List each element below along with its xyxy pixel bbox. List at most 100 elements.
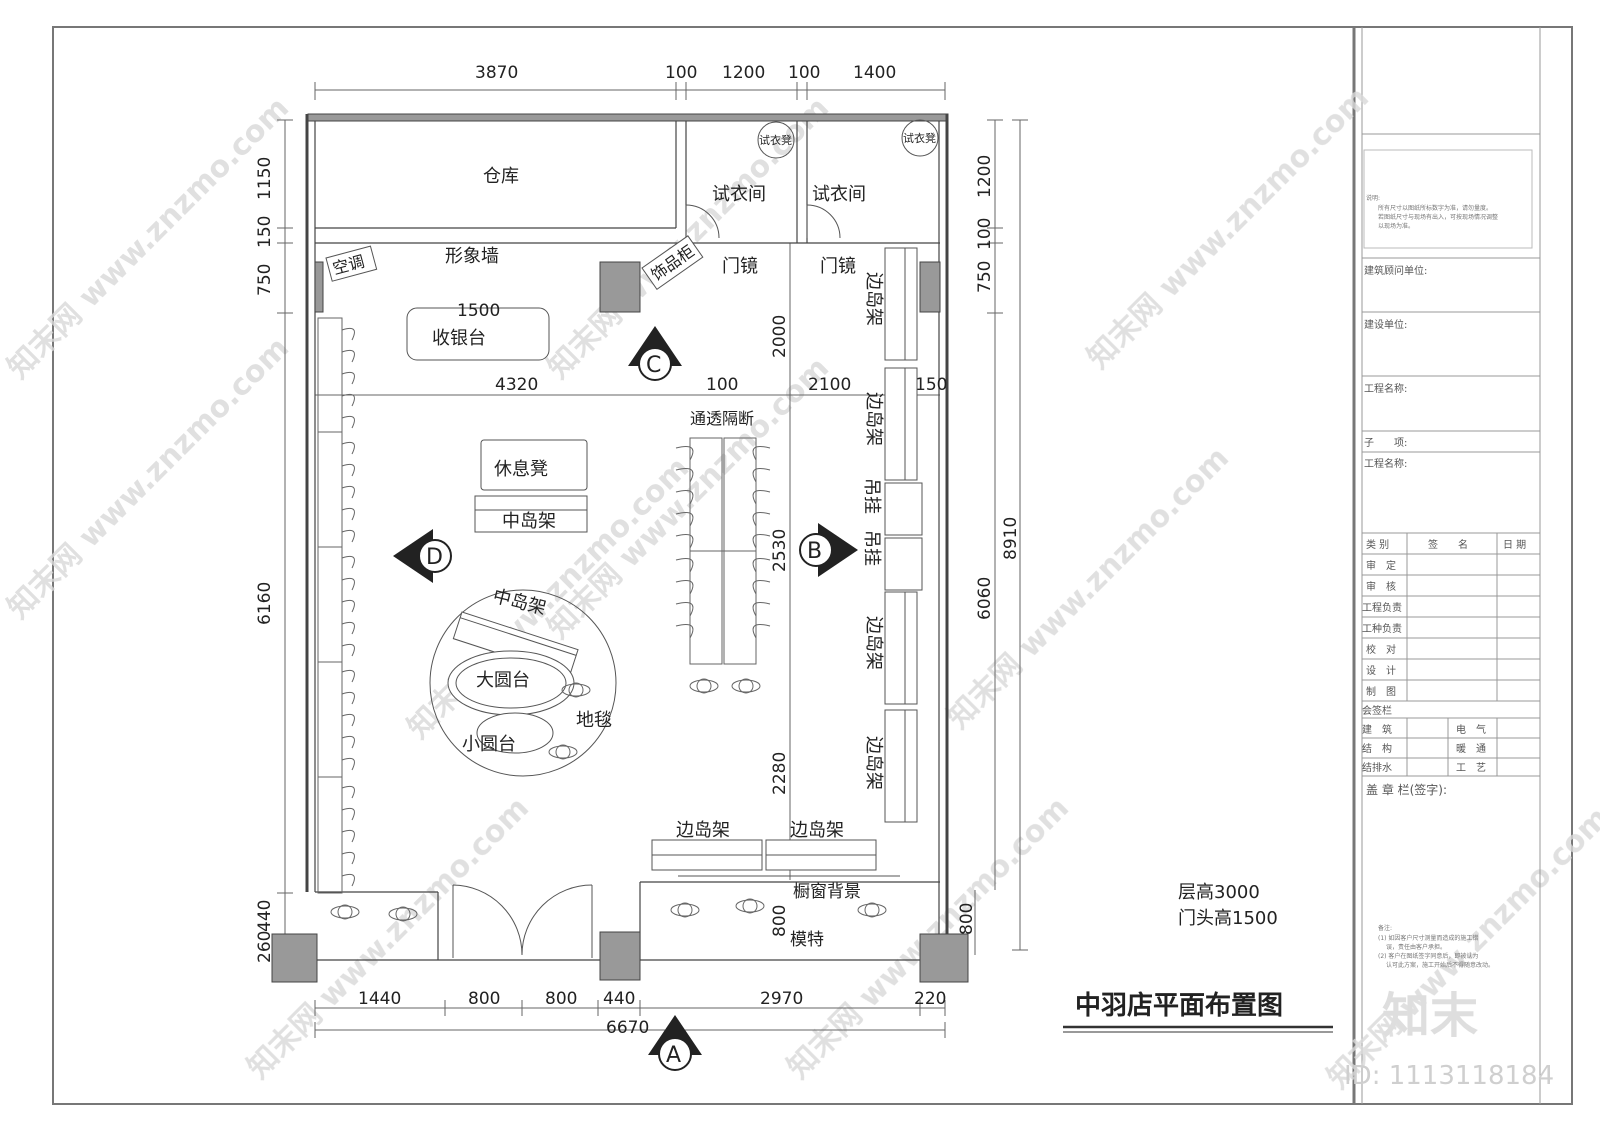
air-conditioner[interactable]: 空调 (325, 245, 378, 282)
side-rack-4[interactable]: 边岛架 (863, 709, 918, 823)
dim-top-2: 100 (665, 63, 697, 83)
cashier-label: 收银台 (432, 328, 486, 349)
dim-inner-4320: 4320 (495, 375, 538, 395)
tb-discipline-3b: 工 艺 (1456, 762, 1486, 774)
id-label: ID: 1113118184 (1344, 1061, 1554, 1091)
cashier-counter[interactable]: 收银台 (406, 307, 550, 361)
tb-note-line-3: 以现场为准。 (1378, 222, 1414, 230)
side-rack-2-label: 边岛架 (863, 392, 884, 446)
dim-bottom-1: 1440 (358, 989, 401, 1009)
mannequin-label: 模特 (790, 930, 824, 950)
view-marker-c: C (628, 326, 682, 381)
tb-remark-3: (2) 客户在图纸签字同意后，即被认为 (1378, 952, 1478, 960)
tb-discipline-1a: 建 筑 (1362, 723, 1392, 736)
dim-left-6: 260 (255, 931, 275, 963)
left-wall-rack[interactable] (317, 317, 355, 894)
tb-remark-1: (1) 如因客户尺寸测量而造成的施工错 (1378, 934, 1478, 942)
round-platform-area[interactable]: 中岛架 大圆台 小圆台 地毯 (429, 586, 617, 777)
dim-inner-800: 800 (770, 905, 790, 937)
dim-left-3: 750 (255, 264, 275, 296)
mannequin-figures (330, 678, 887, 922)
dim-right-4: 6060 (975, 577, 995, 620)
tb-header-signature: 签 名 (1428, 538, 1468, 551)
middle-rack-1[interactable]: 中岛架 (474, 495, 588, 533)
dim-bottom-5: 2970 (760, 989, 803, 1009)
side-rack-3-label: 边岛架 (863, 616, 884, 670)
drawing-title: 中羽店平面布置图 (1075, 991, 1283, 1021)
window-backdrop-label: 橱窗背景 (793, 882, 861, 902)
tb-note-line-2: 若图纸尺寸与现场有出入，可按现场情况调整 (1378, 213, 1498, 221)
dim-top-1: 3870 (475, 63, 518, 83)
tb-discipline-1b: 电 气 (1456, 723, 1486, 736)
view-marker-b-label: B (807, 539, 822, 564)
tb-row-3: 工程负责 (1362, 601, 1402, 614)
dim-cashier-width: 1500 (457, 301, 500, 321)
view-marker-a: A (648, 1015, 702, 1071)
dim-inner-2530: 2530 (770, 529, 790, 572)
tb-sub-item: 子 项: (1364, 437, 1407, 449)
hanger-rack-1-label: 吊挂 (861, 478, 882, 514)
tb-remark-4: 认可此方案，施工开始后不得随意改动。 (1386, 961, 1494, 969)
tb-project: 工程名称: (1364, 382, 1407, 395)
rest-bench[interactable]: 休息凳 (480, 439, 588, 491)
side-rack-6-label: 边岛架 (790, 820, 844, 841)
side-rack-6[interactable]: 边岛架 (765, 820, 877, 871)
hanger-rack-1[interactable]: 吊挂 (861, 478, 923, 536)
tb-row-7: 制 图 (1366, 685, 1396, 698)
hanger-rack-2-label: 吊挂 (861, 530, 882, 566)
dim-top-5: 1400 (853, 63, 896, 83)
side-rack-2[interactable]: 边岛架 (863, 367, 918, 481)
dim-inner-2100: 2100 (808, 375, 851, 395)
warehouse-label: 仓库 (483, 166, 519, 187)
dim-right-2: 100 (975, 218, 995, 250)
entrance-doors[interactable] (452, 884, 593, 958)
fitting-stool-2-label: 试衣凳 (903, 131, 936, 145)
dim-bottom-3: 800 (545, 989, 577, 1009)
dim-bottom-total: 6670 (606, 1018, 649, 1038)
tb-row-2: 审 核 (1366, 580, 1396, 593)
tb-note-line-1: 所有尺寸以图纸所标数字为准，请勿量度。 (1378, 204, 1492, 212)
watermark-text: 知末网 www.znzmo.com (1, 91, 296, 386)
tb-row-4: 工种负责 (1362, 622, 1402, 635)
small-platform-label: 小圆台 (462, 734, 516, 755)
partition-rack[interactable] (675, 437, 771, 665)
door-mirror-2-label: 门镜 (820, 256, 856, 277)
tb-discipline-2a: 结 构 (1362, 742, 1392, 755)
fitting-stool-1[interactable]: 试衣凳 (757, 121, 795, 159)
tb-remark-2: 误，责任由客户承担。 (1386, 943, 1446, 951)
fitting-stool-2[interactable]: 试衣凳 (901, 119, 939, 157)
side-rack-5[interactable]: 边岛架 (651, 820, 763, 871)
floor-height-note: 层高3000 (1178, 882, 1260, 903)
fitting-stool-1-label: 试衣凳 (759, 133, 792, 147)
sheet-border (52, 26, 1573, 1105)
dim-top-3: 1200 (722, 63, 765, 83)
watermark-text: 知末网 www.znzmo.com (1081, 81, 1376, 376)
rest-bench-label: 休息凳 (494, 459, 548, 480)
dim-bottom-4: 440 (603, 989, 635, 1009)
view-marker-d: D (393, 529, 452, 583)
dim-bottom-2: 800 (468, 989, 500, 1009)
dim-right-5: 800 (957, 903, 977, 935)
tb-header-category: 类 别 (1366, 538, 1389, 551)
hanger-rack-2[interactable]: 吊挂 (861, 530, 923, 591)
tb-row-1: 审 定 (1366, 559, 1396, 572)
side-rack-1[interactable]: 边岛架 (863, 247, 918, 361)
dim-top-4: 100 (788, 63, 820, 83)
door-height-note: 门头高1500 (1178, 908, 1278, 929)
dim-left-4: 6160 (255, 582, 275, 625)
view-marker-b: B (799, 523, 858, 577)
dim-left-1: 1150 (255, 157, 275, 200)
side-rack-3[interactable]: 边岛架 (863, 591, 918, 705)
dim-inner-2000: 2000 (770, 315, 790, 358)
view-marker-c-label: C (646, 353, 661, 378)
fitting-room-2-label: 试衣间 (812, 184, 866, 205)
big-platform-label: 大圆台 (476, 670, 530, 691)
dim-bottom-6: 220 (914, 989, 946, 1009)
side-rack-1-label: 边岛架 (863, 272, 884, 326)
columns (271, 261, 969, 983)
tb-countersign: 会签栏 (1362, 704, 1392, 717)
side-rack-4-label: 边岛架 (863, 736, 884, 790)
middle-rack-1-label: 中岛架 (502, 511, 556, 532)
logo-text: 知末 (1382, 988, 1478, 1044)
view-marker-d-label: D (426, 545, 443, 570)
